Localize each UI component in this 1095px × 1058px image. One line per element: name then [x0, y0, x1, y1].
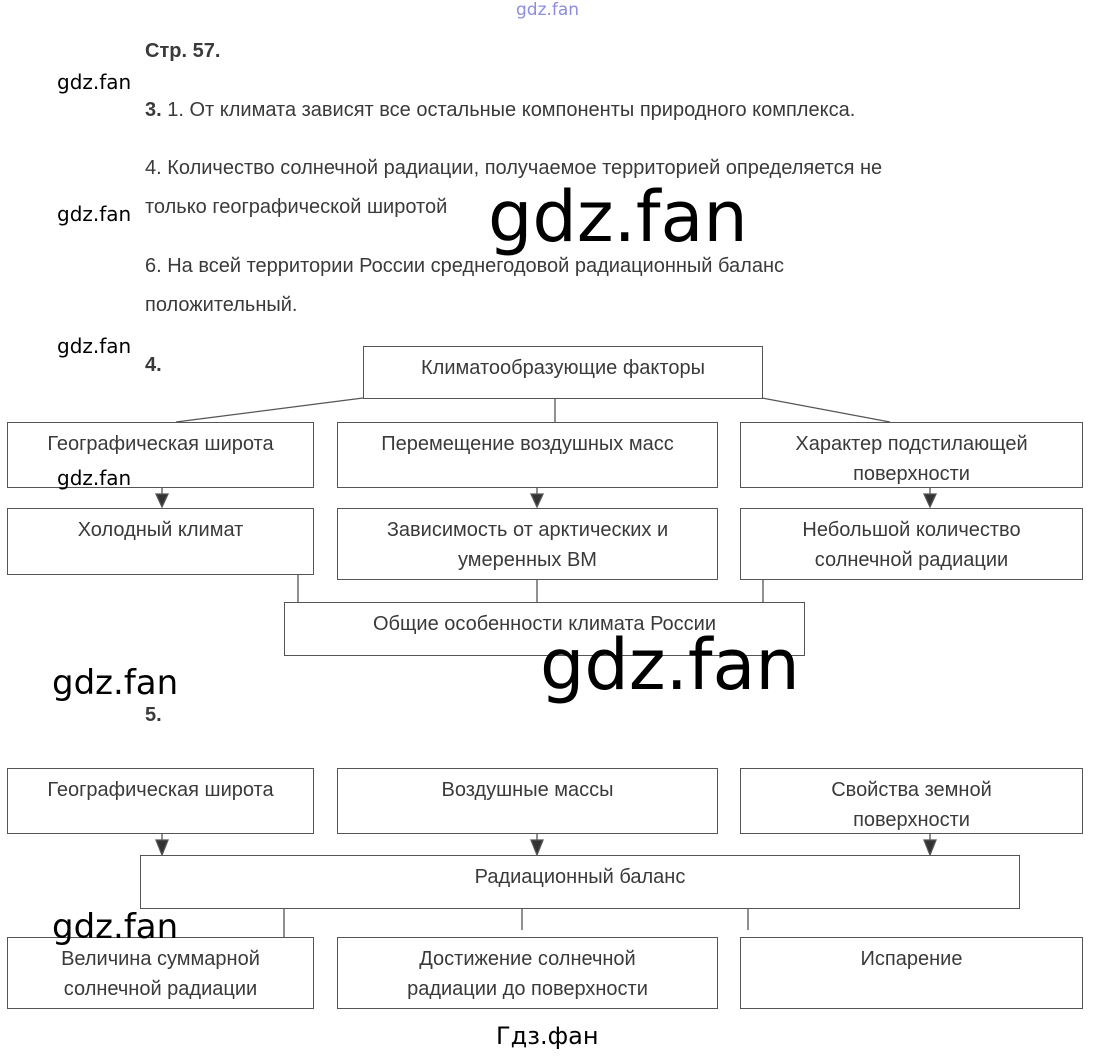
watermark-side: gdz.fan — [57, 466, 132, 490]
task3-item-1: 3. 1. От климата зависят все остальные к… — [145, 99, 855, 122]
diagram4-effect-3: Небольшой количество солнечной радиации — [740, 508, 1083, 580]
watermark-side: gdz.fan — [52, 907, 179, 947]
diagram5-factor-1: Географическая широта — [7, 768, 314, 834]
task3-item-6: 6. На всей территории России среднегодов… — [145, 255, 784, 277]
box-label: Достижение солнечной — [419, 948, 636, 970]
diagram4-factor-3: Характер подстилающей поверхности — [740, 422, 1083, 488]
box-label: Общие особенности климата России — [372, 613, 717, 635]
diagram4-top-box: Климатообразующие факторы — [363, 346, 763, 399]
diagram5-result-3: Испарение — [740, 937, 1083, 1009]
box-label: солнечной радиации — [63, 978, 258, 1000]
task3-number: 3. — [145, 99, 162, 121]
diagram5-factor-3: Свойства земной поверхности — [740, 768, 1083, 834]
task5-number: 5. — [145, 704, 162, 726]
watermark-side: gdz.fan — [52, 663, 179, 703]
diagram5-result-1: Величина суммарной солнечной радиации — [7, 937, 314, 1009]
watermark-large: gdz.fan — [540, 624, 800, 706]
box-label: Воздушные массы — [441, 779, 614, 801]
box-label: Свойства земной — [831, 779, 992, 801]
box-label: Географическая широта — [47, 779, 274, 801]
box-label: Перемещение воздушных масс — [381, 433, 674, 455]
box-label: Зависимость от арктических и — [386, 519, 669, 541]
diagram4-effect-1: Холодный климат — [7, 508, 314, 575]
diagram4-factor-1: Географическая широта — [7, 422, 314, 488]
watermark-large: gdz.fan — [488, 176, 748, 258]
diagram5-factor-2: Воздушные массы — [337, 768, 718, 834]
box-label: Характер подстилающей — [795, 433, 1028, 455]
task4-number: 4. — [145, 354, 162, 376]
box-label: умеренных ВМ — [458, 549, 597, 571]
box-label: Радиационный баланс — [474, 866, 686, 888]
diagram5-middle-box: Радиационный баланс — [140, 855, 1020, 909]
box-label: радиации до поверхности — [407, 978, 648, 1000]
box-label: Величина суммарной — [61, 948, 260, 970]
task3-item-4: 4. Количество солнечной радиации, получа… — [145, 157, 883, 179]
diagram4-effect-2: Зависимость от арктических и умеренных ВМ — [337, 508, 718, 580]
watermark-top: gdz.fan — [516, 0, 580, 20]
watermark-side: gdz.fan — [57, 202, 132, 226]
task3-item-4-cont: только географической широтой — [145, 196, 448, 218]
task3-item-6-cont: положительный. — [145, 294, 298, 316]
watermark-side: gdz.fan — [57, 334, 132, 358]
box-label: Холодный климат — [77, 519, 244, 541]
diagram4-bottom-box: Общие особенности климата России — [284, 602, 805, 656]
box-label: солнечной радиации — [814, 549, 1009, 571]
box-label: Небольшой количество — [802, 519, 1021, 541]
diagram5-result-2: Достижение солнечной радиации до поверхно… — [337, 937, 718, 1009]
diagram4-factor-2: Перемещение воздушных масс — [337, 422, 718, 488]
box-label: Испарение — [860, 948, 963, 970]
task3-text: 1. От климата зависят все остальные комп… — [167, 99, 856, 121]
box-label: Климатообразующие факторы — [421, 357, 705, 379]
box-label: Географическая широта — [47, 433, 274, 455]
page-heading: Стр. 57. — [145, 40, 221, 62]
box-label: поверхности — [853, 463, 970, 485]
box-label: поверхности — [853, 809, 970, 831]
watermark-side: gdz.fan — [57, 70, 132, 94]
watermark-bottom: Гдз.фан — [496, 1022, 599, 1050]
